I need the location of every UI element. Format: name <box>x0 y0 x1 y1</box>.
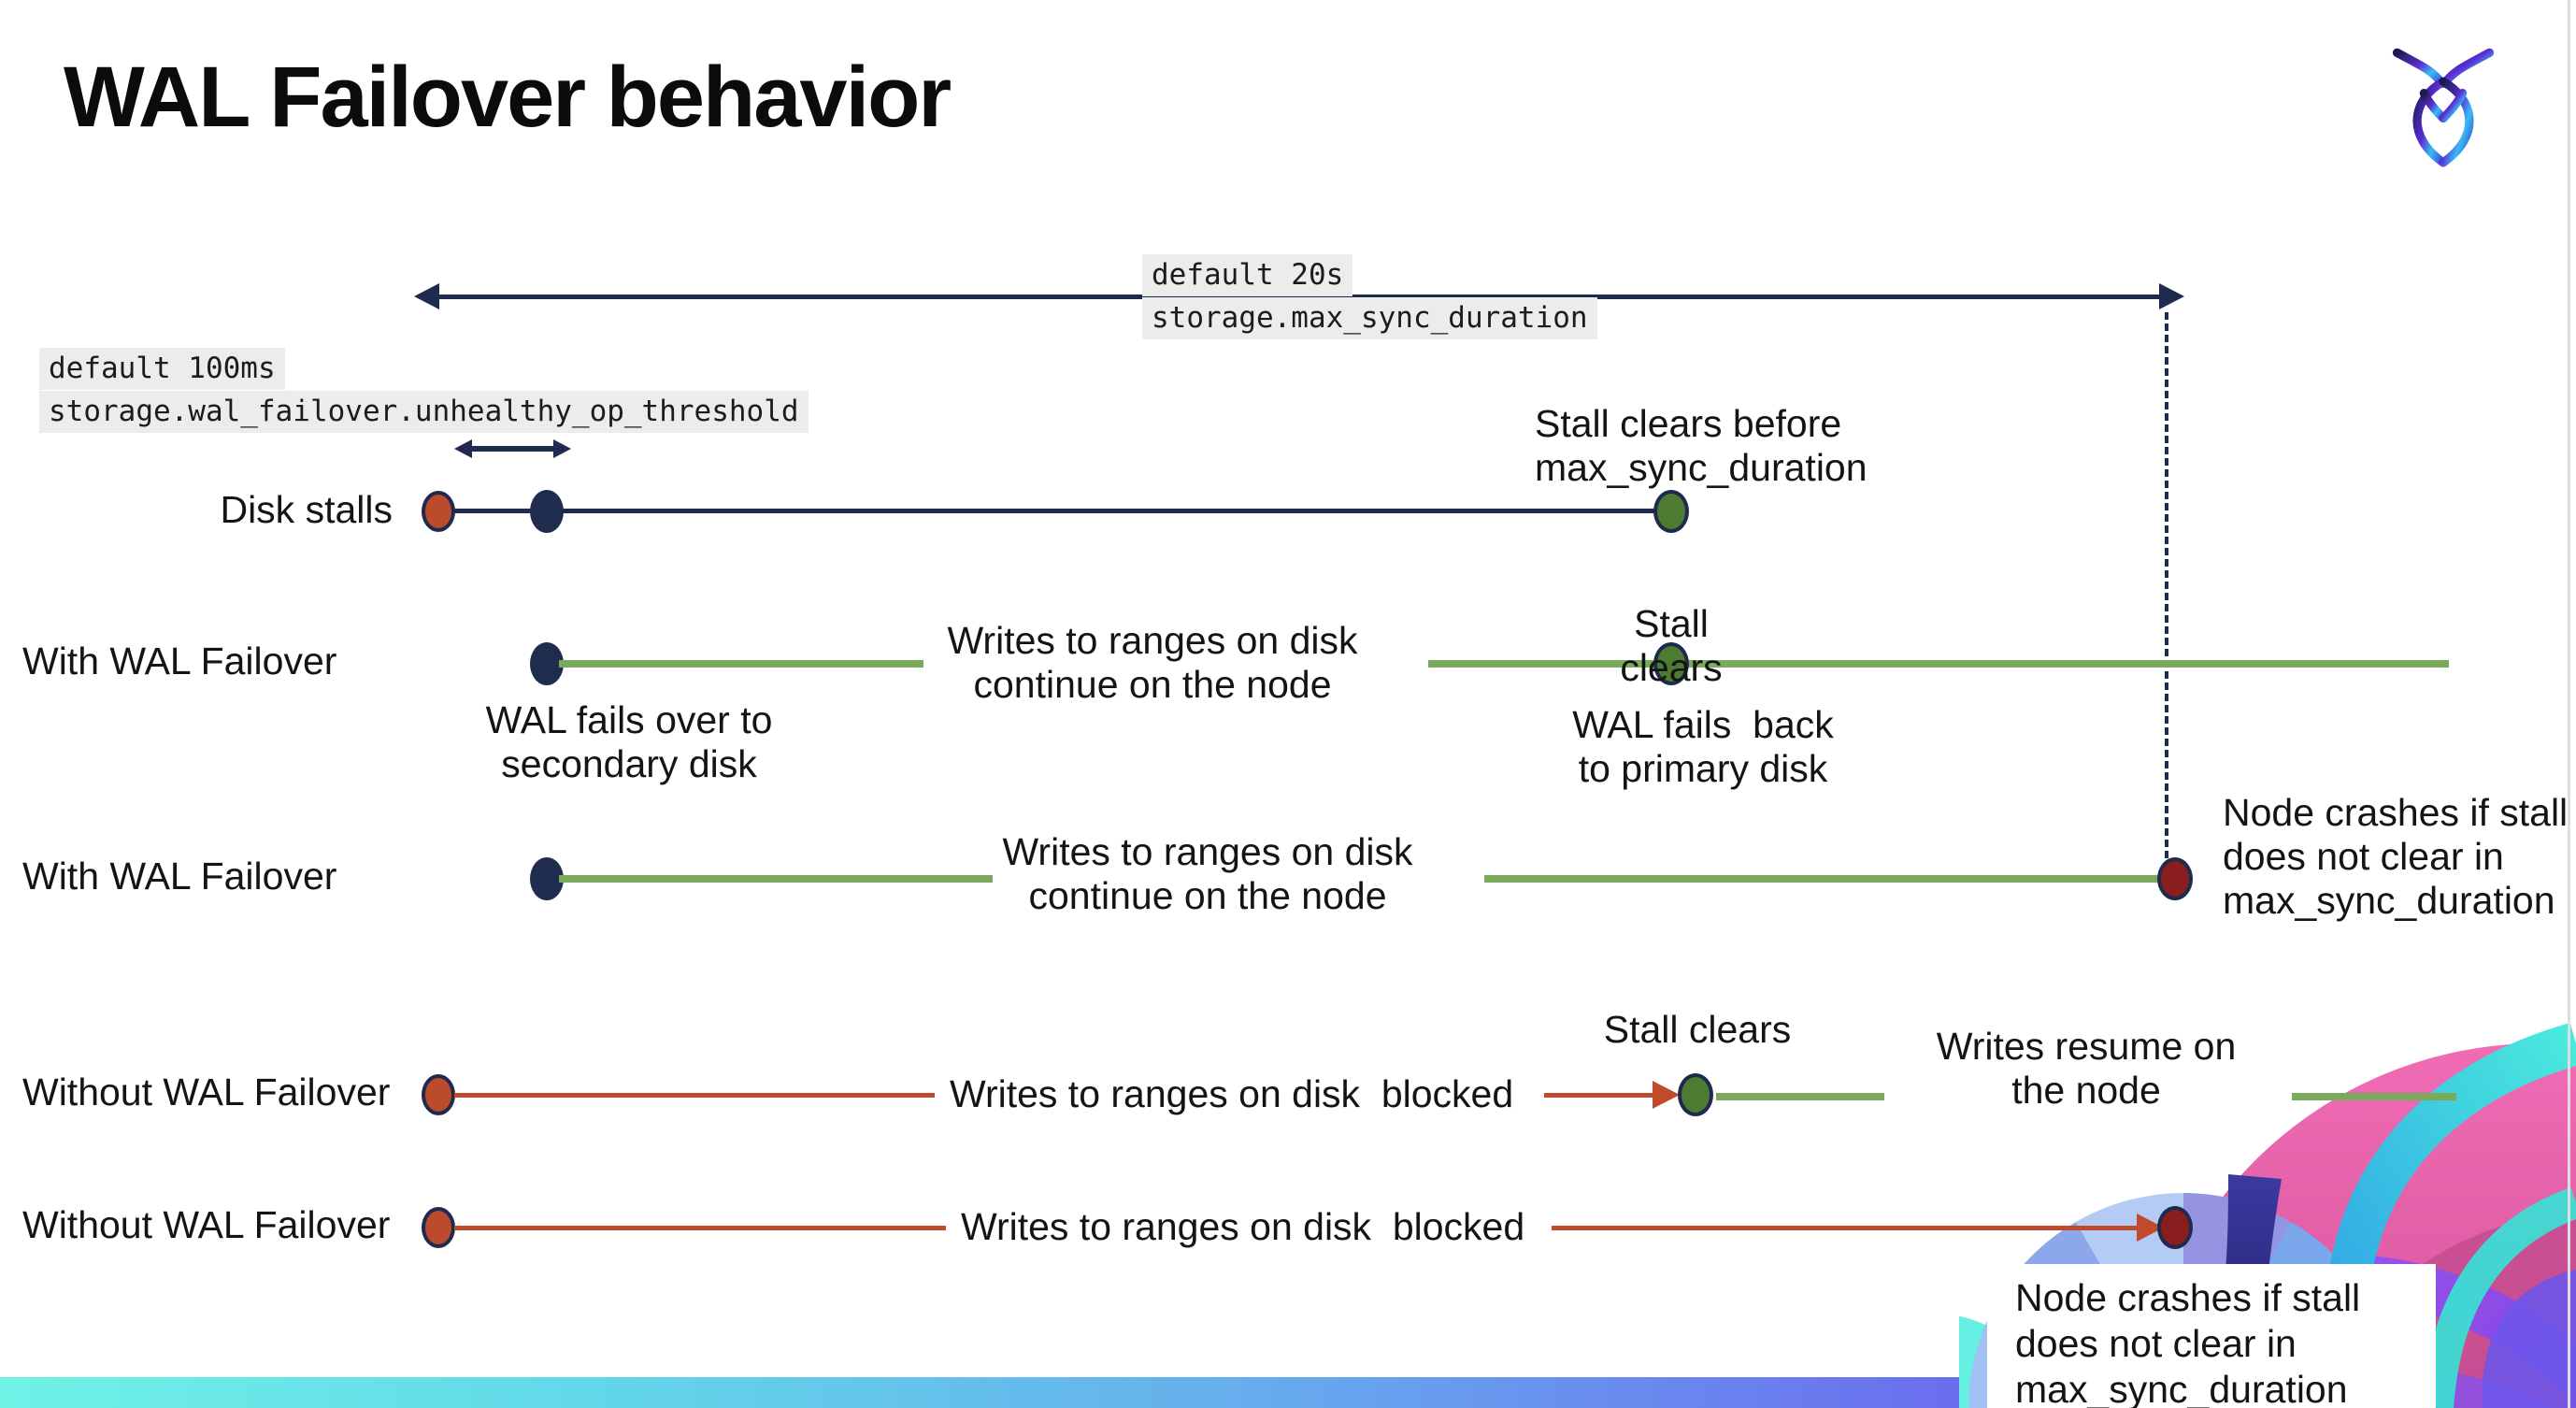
writes-continue-line <box>1484 875 2161 883</box>
arrow-left-head-icon <box>414 283 439 309</box>
row-label-without-wal-failover-1: Without WAL Failover <box>22 1070 391 1113</box>
writes-continue-note: Writes to ranges on disk continue on the… <box>947 619 1358 706</box>
stall-clear-dot <box>1653 490 1689 533</box>
max-sync-default-value: default 20s <box>1142 254 1353 296</box>
node-crash-callout: Node crashes if stall does not clear in … <box>1987 1264 2436 1408</box>
stall-clears-note: Stall clears <box>1620 602 1723 689</box>
stall-clears-note: Stall clears <box>1603 1008 1792 1051</box>
writes-blocked-note: Writes to ranges on disk blocked <box>961 1205 1525 1248</box>
failover-dot <box>530 857 564 900</box>
writes-blocked-note: Writes to ranges on disk blocked <box>950 1072 1514 1115</box>
disk-stall-start-dot <box>422 491 455 532</box>
failover-threshold-dot <box>530 490 564 533</box>
slide-edge-divider <box>2568 0 2570 1408</box>
node-crash-dot <box>2157 857 2193 900</box>
wal-fails-over-note: WAL fails over to secondary disk <box>485 698 773 785</box>
arrow-right-head-icon <box>2159 283 2184 309</box>
node-crash-dot <box>2157 1206 2193 1249</box>
writes-continue-line <box>559 875 993 883</box>
cockroachdb-logo-icon <box>2389 41 2497 168</box>
writes-resume-line <box>2292 1093 2456 1100</box>
threshold-arrow-right-head-icon <box>553 439 571 458</box>
node-crash-note: Node crashes if stall does not clear in … <box>2223 791 2569 922</box>
row-label-with-wal-failover-2: With WAL Failover <box>22 855 337 898</box>
writes-blocked-line <box>454 1226 946 1230</box>
threshold-arrow-left-head-icon <box>454 439 472 458</box>
failover-dot <box>530 642 564 685</box>
max-sync-setting-name: storage.max_sync_duration <box>1142 297 1597 339</box>
writes-continue-line <box>1428 660 2449 668</box>
dashed-timeout-line <box>2165 312 2168 858</box>
row-label-without-wal-failover-2: Without WAL Failover <box>22 1203 391 1246</box>
writes-blocked-line <box>454 1093 935 1098</box>
disk-stall-timeline <box>447 509 1671 513</box>
disk-stall-start-dot <box>422 1207 455 1248</box>
unhealthy-op-setting-name: storage.wal_failover.unhealthy_op_thresh… <box>39 391 809 433</box>
threshold-arrow <box>471 446 557 452</box>
writes-resume-line <box>1716 1093 1884 1100</box>
page-title: WAL Failover behavior <box>64 50 952 145</box>
stall-clears-before-note: Stall clears before max_sync_duration <box>1535 402 1868 489</box>
max-sync-duration-arrow <box>427 295 2171 299</box>
red-arrow-head-icon <box>1653 1081 1680 1109</box>
stall-clear-dot <box>1678 1073 1713 1116</box>
row-label-disk-stalls: Disk stalls <box>220 488 393 531</box>
writes-continue-note: Writes to ranges on disk continue on the… <box>1002 830 1413 917</box>
writes-continue-line <box>559 660 923 668</box>
writes-resume-note: Writes resume on the node <box>1936 1025 2237 1112</box>
wal-fails-back-note: WAL fails back to primary disk <box>1572 703 1834 790</box>
row-label-with-wal-failover-1: With WAL Failover <box>22 639 337 682</box>
unhealthy-op-default-value: default 100ms <box>39 348 285 390</box>
writes-blocked-line <box>1552 1226 2137 1230</box>
stall-clear-dot <box>1653 642 1689 685</box>
node-crash-note: Node crashes if stall does not clear in … <box>2015 1276 2361 1408</box>
max-sync-duration-label: default 20s storage.max_sync_duration <box>1142 254 1597 340</box>
disk-stall-start-dot <box>422 1074 455 1115</box>
unhealthy-op-threshold-label: default 100ms storage.wal_failover.unhea… <box>39 348 809 434</box>
writes-blocked-line <box>1544 1093 1653 1098</box>
